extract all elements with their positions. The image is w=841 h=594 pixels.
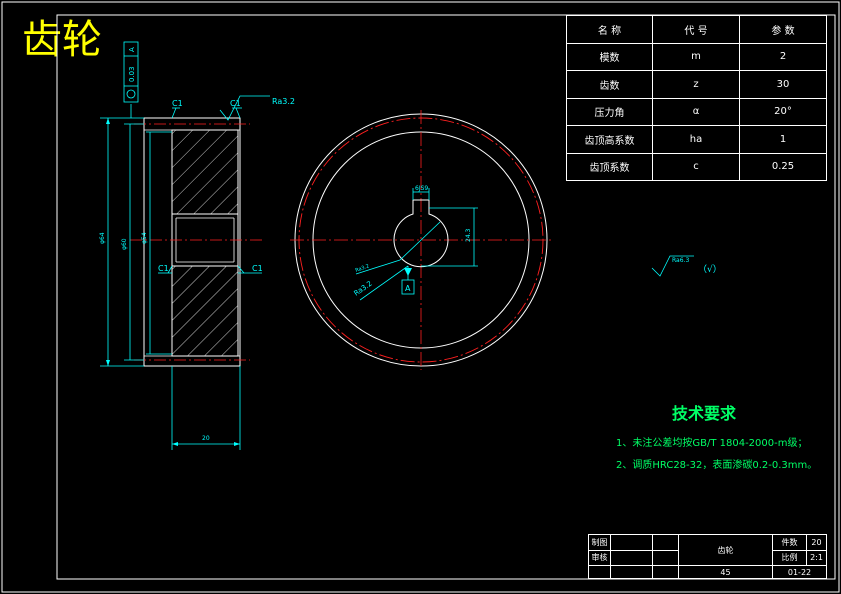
param-name: 齿顶系数	[566, 152, 653, 181]
title-block: 制图 齿轮 件数 20 审核 比例 2:1 45 01-22	[588, 533, 827, 579]
surface-roughness-paren: （√）	[698, 264, 722, 275]
hatch-lower	[171, 265, 239, 357]
tolerance-value: 0.03	[128, 66, 136, 82]
surface-roughness-icon	[651, 255, 694, 277]
roughness-icon	[219, 95, 270, 121]
svg-text:φ60: φ60	[121, 238, 128, 250]
chamfer-label: C1	[230, 99, 241, 108]
runout-icon	[126, 89, 136, 99]
surface-roughness: Ra6.3	[672, 257, 689, 264]
param-value: 1	[739, 125, 827, 154]
param-name: 齿数	[566, 70, 653, 99]
tech-requirement-item: 1、未注公差均按GB/T 1804-2000-m级；	[616, 438, 808, 449]
hatch-upper	[171, 129, 239, 215]
part-name: 齿轮	[678, 533, 773, 567]
parameter-table: 名 称 代 号 参 数 模数 m 2 齿数 z 30 压力角 α 20° 齿顶高…	[566, 15, 827, 181]
tech-requirements-title: 技术要求	[672, 404, 737, 423]
front-datum: A	[405, 284, 411, 293]
param-header-name: 名 称	[566, 15, 653, 44]
svg-text:φ54: φ54	[141, 232, 148, 244]
svg-text:24.3: 24.3	[465, 228, 472, 242]
param-row: 模数 m 2	[566, 42, 827, 71]
keyway-width: 6JS9	[415, 185, 428, 192]
side-datum-ref: A	[128, 47, 136, 52]
param-header-row: 名 称 代 号 参 数	[566, 15, 827, 44]
svg-text:φ64: φ64	[99, 232, 106, 244]
front-roughness-1: Ra3.2	[355, 263, 371, 274]
svg-text:20: 20	[202, 435, 210, 442]
drawing-number: 01-22	[772, 565, 827, 579]
param-value: 2	[739, 42, 827, 71]
chamfer-label: C1	[158, 264, 169, 273]
param-name: 齿顶高系数	[566, 125, 653, 154]
param-value: 0.25	[739, 152, 827, 181]
material: 45	[678, 565, 773, 579]
chamfer-label: C1	[172, 99, 183, 108]
side-section-view: φ64 φ60 φ54 20 0.03 A C1 C1 C1 C1 Ra3.2	[99, 41, 295, 450]
param-row: 齿顶系数 c 0.25	[566, 152, 827, 181]
inner-frame	[56, 14, 836, 580]
front-roughness-2: Ra3.2	[353, 280, 374, 298]
param-symbol: m	[652, 42, 740, 71]
param-row: 齿顶高系数 ha 1	[566, 125, 827, 154]
front-view: 6JS9 24.3 Ra3.2 Ra3.2 A	[290, 110, 553, 370]
param-row: 齿数 z 30	[566, 70, 827, 99]
chamfer-label: C1	[252, 264, 263, 273]
gear-outline	[143, 117, 241, 367]
drawing-title: 齿轮	[22, 17, 102, 63]
param-value: 20°	[739, 97, 827, 126]
side-roughness: Ra3.2	[272, 97, 295, 106]
param-symbol: c	[652, 152, 740, 181]
tech-requirement-item: 2、调质HRC28-32，表面渗碳0.2-0.3mm。	[616, 460, 818, 471]
